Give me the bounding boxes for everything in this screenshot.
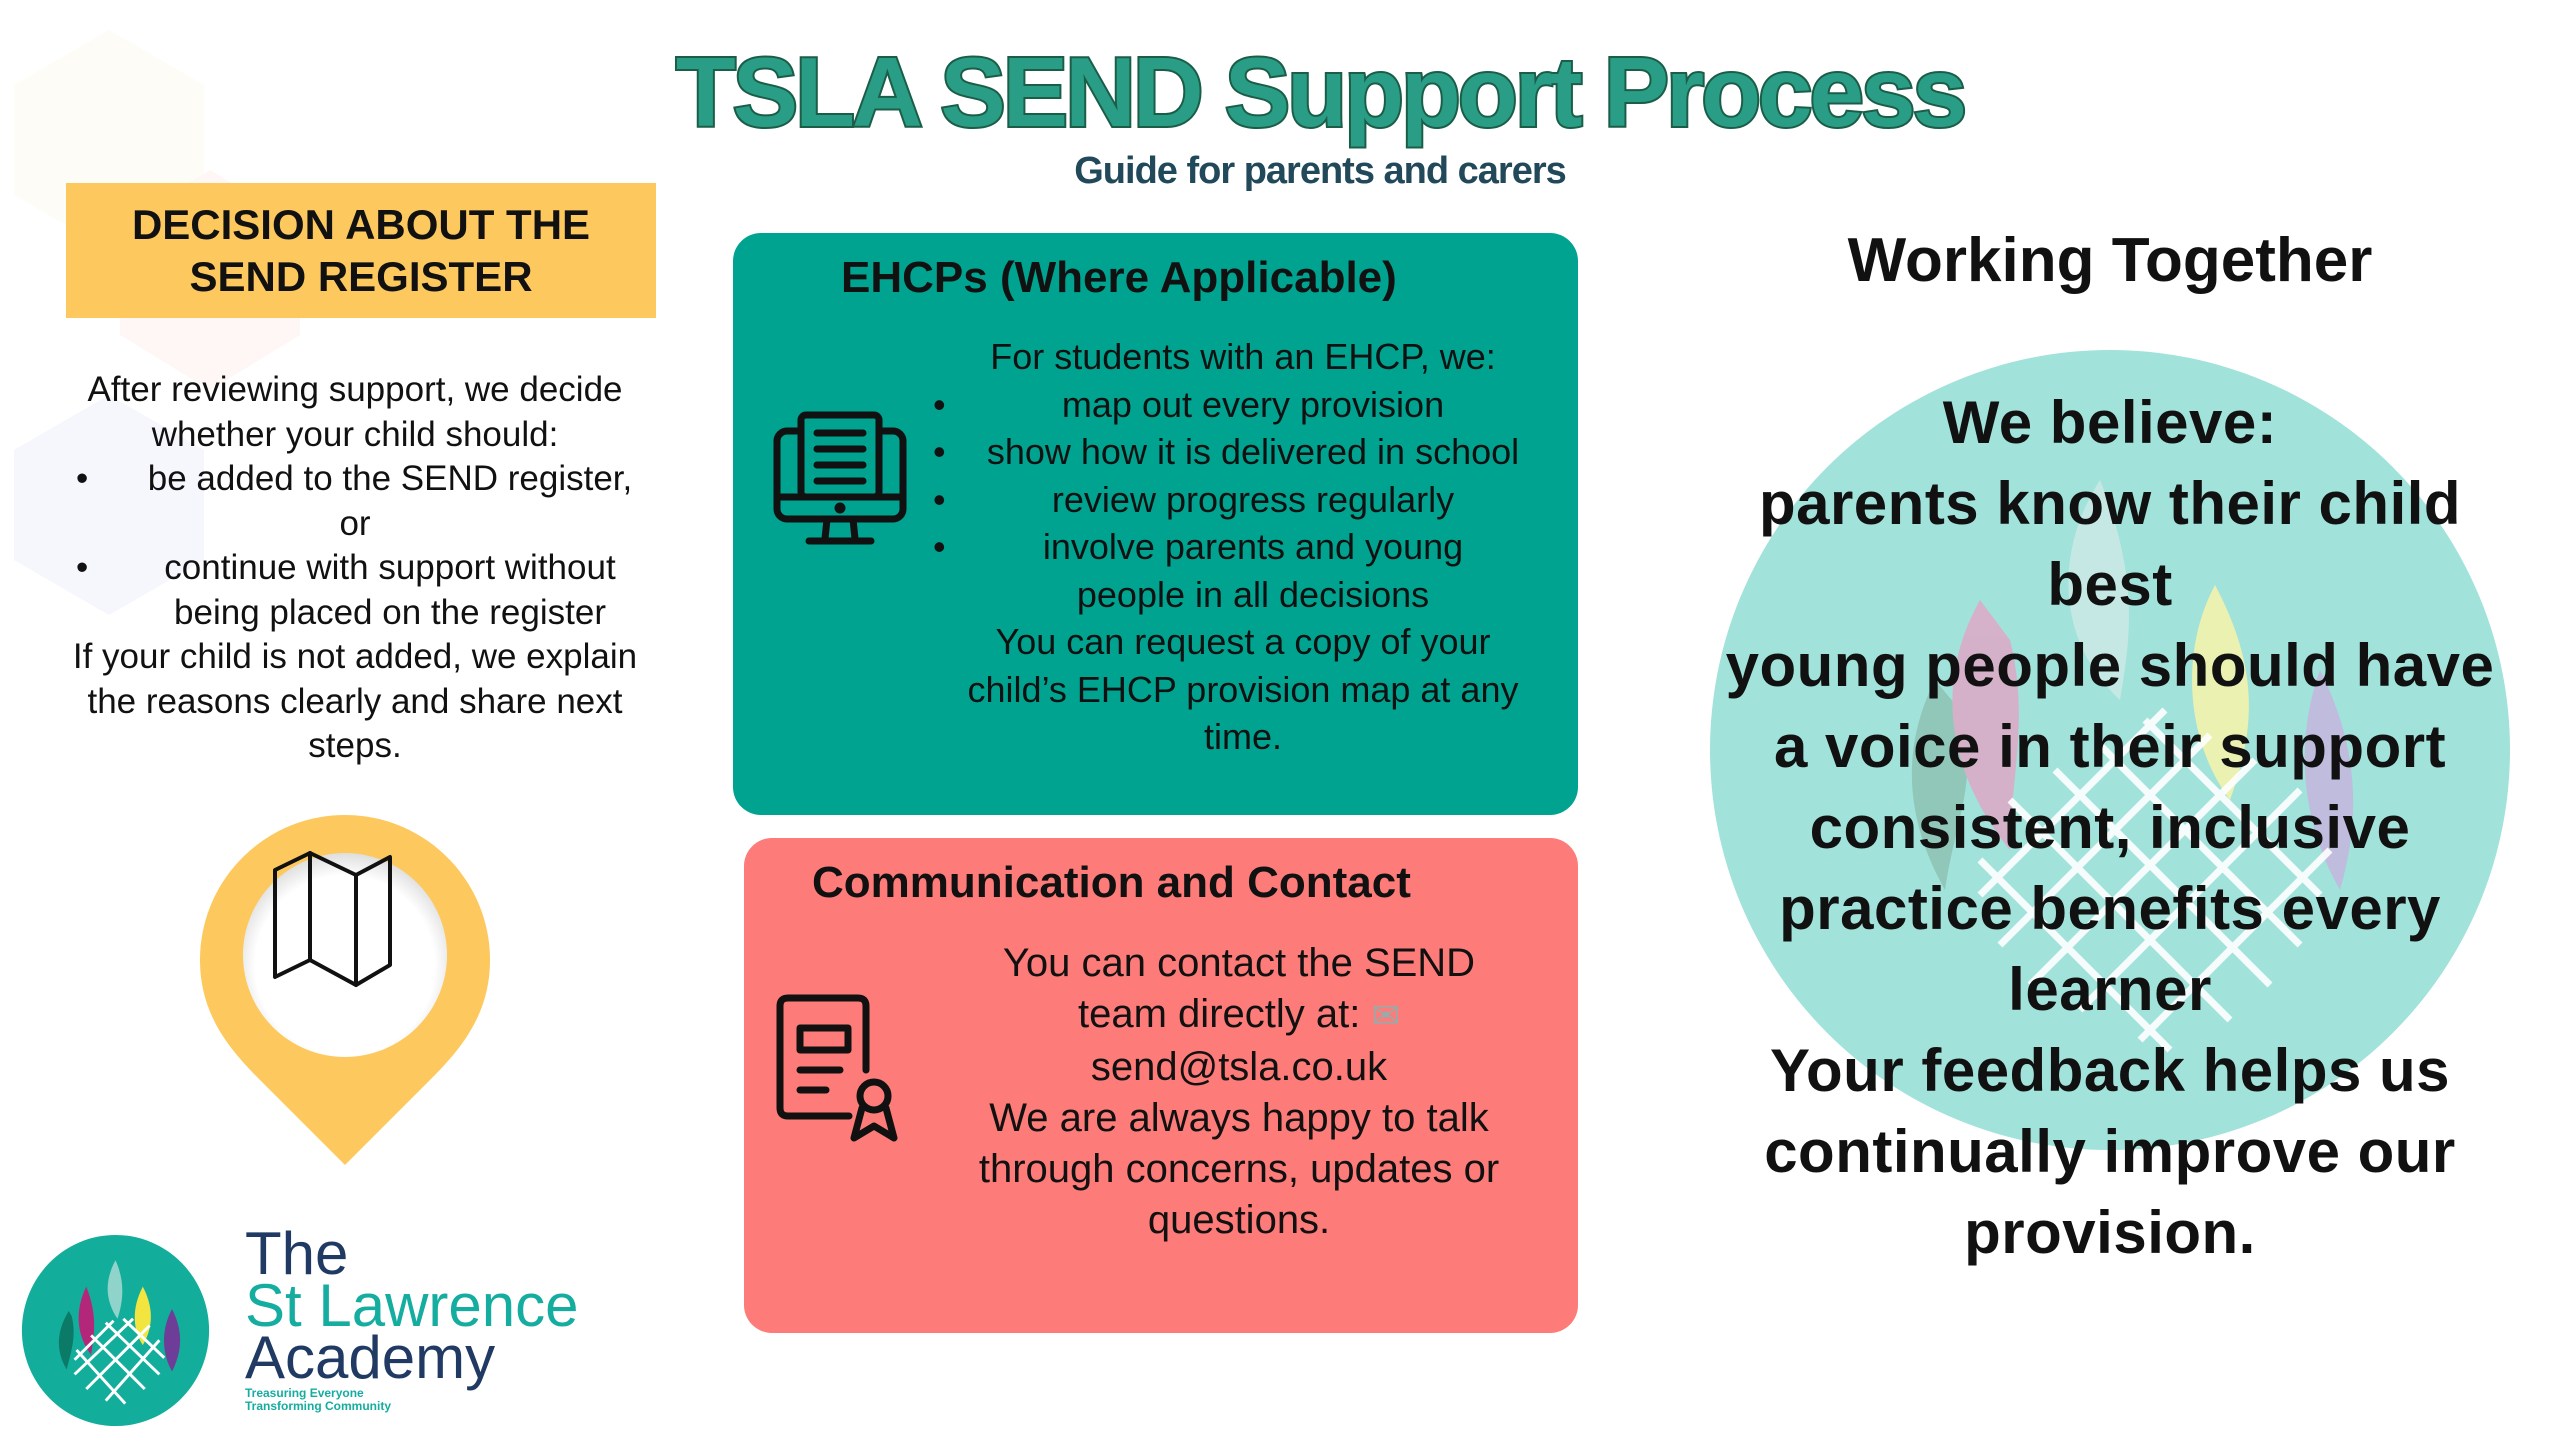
ehcp-outro: time. — [1203, 716, 1282, 757]
belief-line: young people should have — [1725, 632, 2495, 699]
page-subtitle: Guide for parents and carers — [1074, 150, 1567, 192]
communication-body: You can contact the SEND team directly a… — [934, 938, 1544, 1246]
ehcp-list-item: map out every provision — [933, 381, 1553, 429]
ehcp-card: EHCPs (Where Applicable) For students wi… — [733, 233, 1578, 815]
communication-card: Communication and Contact You can contac… — [744, 838, 1578, 1333]
belief-line: learner — [2008, 956, 2212, 1023]
school-logo-emblem — [21, 1234, 210, 1427]
ehcp-intro: For students with an EHCP, we: — [990, 336, 1496, 377]
map-pin-icon — [200, 815, 490, 1165]
computer-document-icon — [773, 411, 907, 545]
ehcp-outro: You can request a copy of your — [995, 621, 1491, 662]
belief-line: Your feedback helps us — [1769, 1037, 2451, 1104]
decision-outro: the reasons clearly and share next — [87, 681, 623, 721]
envelope-icon: ✉ — [1371, 996, 1400, 1036]
belief-line: continually improve our — [1764, 1118, 2456, 1185]
ehcp-card-title: EHCPs (Where Applicable) — [841, 253, 1397, 302]
communication-card-title: Communication and Contact — [812, 858, 1411, 907]
ehcp-list-item: involve parents and young people in all … — [933, 523, 1553, 618]
belief-line: practice benefits every — [1779, 875, 2441, 942]
school-logo-wordmark: The St Lawrence Academy Treasuring Every… — [245, 1220, 579, 1413]
decision-options: be added to the SEND register, or contin… — [40, 457, 670, 635]
ehcp-list-item: show how it is delivered in school — [933, 428, 1553, 476]
belief-line: provision. — [1964, 1199, 2256, 1266]
certificate-icon — [776, 994, 898, 1142]
school-emblem-watermark — [1710, 350, 2510, 1150]
belief-line: We believe: — [1942, 389, 2278, 456]
ehcp-list: map out every provision show how it is d… — [933, 381, 1553, 619]
decision-intro: After reviewing support, we decide — [87, 370, 623, 409]
decision-outro: If your child is not added, we explain — [72, 637, 638, 676]
working-together-title: Working Together — [1847, 226, 2373, 295]
email-link[interactable]: send@tsla.co.uk — [1090, 1045, 1388, 1089]
map-icon — [273, 851, 392, 987]
decision-intro: whether your child should: — [151, 414, 559, 454]
ehcp-outro: child’s EHCP provision map at any — [967, 668, 1519, 710]
decision-heading: DECISION ABOUT THE SEND REGISTER — [66, 183, 656, 318]
belief-line: consistent, inclusive — [1809, 794, 2411, 861]
decision-option: be added to the SEND register, or — [40, 457, 670, 546]
ehcp-list-item: review progress regularly — [933, 476, 1553, 524]
decision-description: After reviewing support, we decide wheth… — [40, 368, 670, 769]
decision-option: continue with support without being plac… — [40, 546, 670, 635]
belief-line: best — [2047, 551, 2173, 618]
ehcp-body: For students with an EHCP, we: map out e… — [933, 333, 1553, 761]
working-together-body: We believe: parents know their child bes… — [1660, 382, 2560, 1273]
page-title: TSLA SEND Support Process — [674, 35, 1969, 149]
decision-outro: steps. — [308, 726, 402, 765]
decision-heading-line: DECISION ABOUT THE — [131, 200, 591, 248]
belief-line: parents know their child — [1758, 470, 2462, 537]
decision-heading-line: SEND REGISTER — [189, 252, 533, 300]
belief-line: a voice in their support — [1773, 713, 2447, 780]
